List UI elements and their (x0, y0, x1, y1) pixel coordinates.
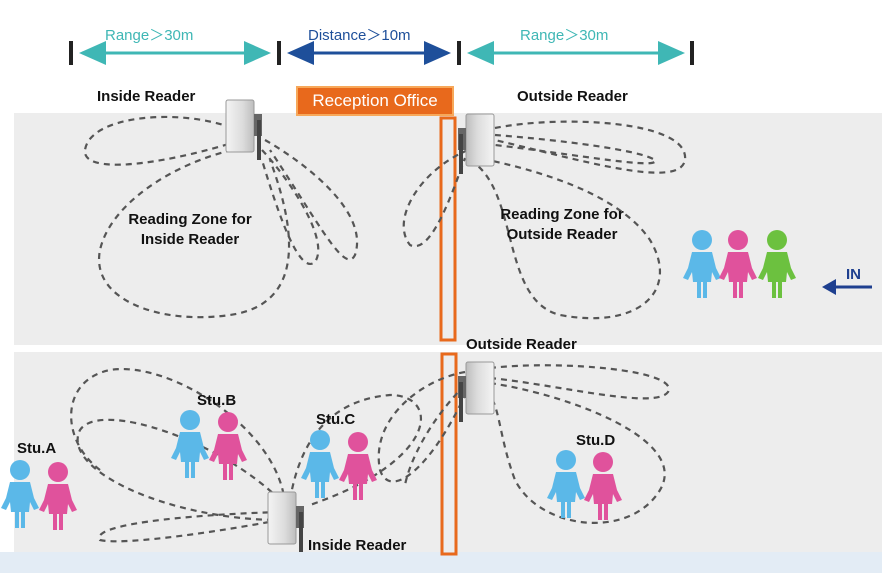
student-a-label: Stu.A (17, 440, 57, 457)
dim-tick-1 (69, 41, 73, 65)
outside-zone-line-1: Reading Zone for (500, 206, 624, 223)
outside-reader-label: Outside Reader (517, 88, 628, 105)
bottom-reading-zones (70, 364, 670, 543)
dim-tick-2 (277, 41, 281, 65)
distance-label: Distance＞10m (308, 27, 411, 44)
office-wall-top (439, 116, 457, 342)
dim-tick-3 (457, 41, 461, 65)
inside-reader-bottom-label: Inside Reader (308, 537, 407, 554)
dim-tick-4 (690, 41, 694, 65)
top-reading-zones (83, 115, 687, 320)
in-arrow-icon (822, 279, 872, 295)
outside-reader-bottom-label: Outside Reader (466, 336, 577, 353)
range-left-label: Range＞30m (105, 27, 194, 44)
inside-reader-label: Inside Reader (97, 88, 196, 105)
bottom-panel (14, 352, 882, 552)
student-d-label: Stu.D (576, 432, 616, 449)
outside-zone-label: Reading Zone for Outside Reader (487, 205, 637, 245)
floor-strip (0, 552, 882, 573)
inside-zone-line-2: Inside Reader (140, 231, 240, 248)
reception-office-label: Reception Office (296, 86, 454, 116)
outside-zone-line-2: Outside Reader (506, 226, 618, 243)
student-c-label: Stu.C (316, 411, 356, 428)
office-wall-bottom (440, 352, 458, 556)
student-b-label: Stu.B (197, 392, 237, 409)
in-label: IN (846, 266, 861, 283)
range-right-label: Range＞30m (520, 27, 609, 44)
inside-zone-line-1: Reading Zone for (128, 211, 252, 228)
top-panel (14, 113, 882, 345)
inside-zone-label: Reading Zone for Inside Reader (120, 210, 260, 250)
